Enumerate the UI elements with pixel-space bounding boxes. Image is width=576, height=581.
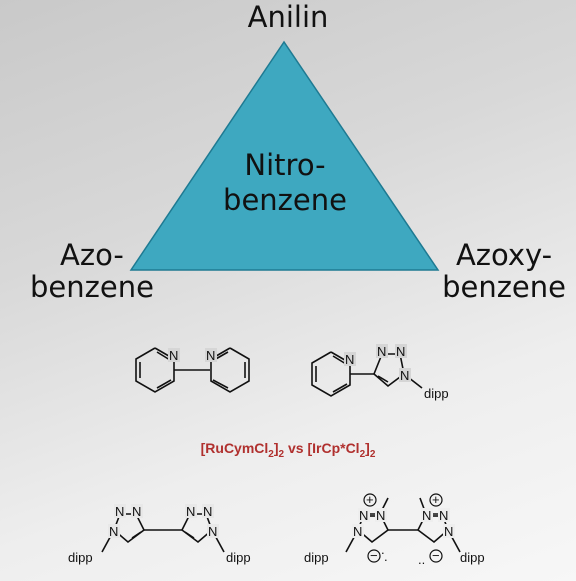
label-nitro-line2: benzene bbox=[223, 182, 347, 217]
label-azo-line1: Azo- bbox=[60, 238, 124, 272]
label-azo-line2: benzene bbox=[30, 269, 154, 304]
atom-n: N bbox=[169, 348, 178, 363]
label-nitro-line1: Nitro- bbox=[244, 148, 326, 182]
atom-n: N bbox=[376, 508, 385, 523]
atom-n: N bbox=[444, 524, 453, 539]
lone-pair: . bbox=[381, 542, 385, 557]
atom-n: N bbox=[377, 344, 386, 359]
ligand-pyridyl-triazole: N N N N dipp bbox=[311, 344, 449, 401]
substituent-dipp: dipp bbox=[226, 550, 251, 565]
label-azobenzene: Azo- benzene bbox=[30, 238, 154, 304]
catalyst-ru: [RuCymCl bbox=[200, 440, 269, 456]
lone-pair: . bbox=[384, 549, 388, 564]
triangle-shape bbox=[129, 40, 440, 271]
substituent-dipp: dipp bbox=[68, 550, 93, 565]
subscript: 2 bbox=[369, 448, 376, 460]
ligand-bis-mic: + + − − . . .. N N N N N N dipp dipp bbox=[304, 492, 485, 567]
atom-n: N bbox=[208, 524, 217, 539]
label-nitrobenzene: Nitro- benzene bbox=[200, 148, 370, 218]
vs-text: vs bbox=[284, 440, 308, 456]
lone-pair: .. bbox=[418, 552, 425, 567]
atom-n: N bbox=[400, 368, 409, 383]
atom-n: N bbox=[439, 508, 448, 523]
subscript: 2 bbox=[268, 448, 274, 460]
atom-n: N bbox=[206, 348, 215, 363]
subscript: 2 bbox=[278, 448, 285, 460]
atom-n: N bbox=[109, 524, 118, 539]
catalyst-comparison: [RuCymCl2]2 vs [IrCp*Cl2]2 bbox=[0, 440, 576, 460]
bracket: ] bbox=[365, 440, 370, 456]
atom-n: N bbox=[353, 524, 362, 539]
substituent-dipp: dipp bbox=[460, 550, 485, 565]
label-azoxybenzene: Azoxy- benzene bbox=[442, 238, 566, 304]
substituent-dipp: dipp bbox=[304, 550, 329, 565]
label-anilin: Anilin bbox=[247, 0, 329, 34]
charge-plus: + bbox=[432, 492, 440, 507]
ligand-bipyridine: N N bbox=[135, 347, 250, 393]
label-azoxy-line2: benzene bbox=[442, 269, 566, 304]
charge-minus: − bbox=[432, 548, 440, 563]
atom-n: N bbox=[132, 504, 141, 519]
bracket: ] bbox=[273, 440, 279, 456]
label-azoxy-line1: Azoxy- bbox=[455, 238, 553, 272]
atom-n: N bbox=[422, 508, 431, 523]
atom-n: N bbox=[203, 504, 212, 519]
ligand-bistriazole: N N N N N N dipp dipp bbox=[68, 504, 251, 565]
atom-n: N bbox=[359, 508, 368, 523]
atom-n: N bbox=[345, 352, 354, 367]
charge-minus: − bbox=[370, 548, 378, 563]
catalyst-ir: [IrCp*Cl bbox=[307, 440, 360, 456]
atom-n: N bbox=[115, 504, 124, 519]
atom-n: N bbox=[186, 504, 195, 519]
substituent-dipp: dipp bbox=[424, 386, 449, 401]
atom-n: N bbox=[396, 344, 405, 359]
charge-plus: + bbox=[366, 492, 374, 507]
subscript: 2 bbox=[359, 448, 366, 460]
